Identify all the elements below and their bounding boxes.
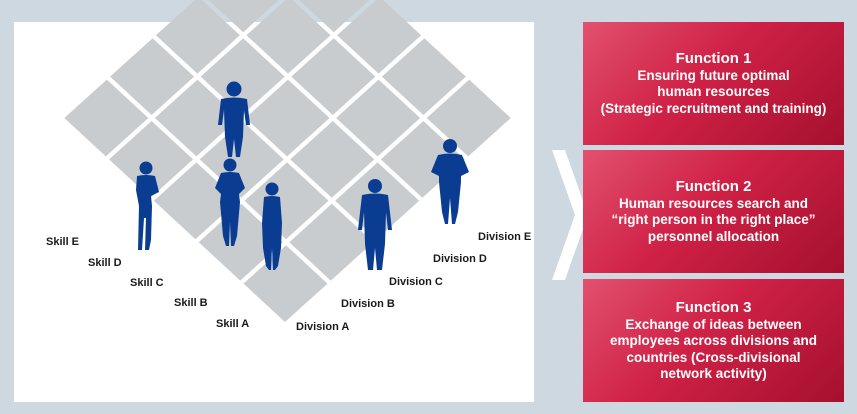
division-label: Division A <box>296 321 349 333</box>
grid-cell <box>243 245 328 322</box>
skill-label: Skill B <box>174 297 208 309</box>
person-figure <box>218 81 250 157</box>
grid-cell <box>291 38 376 116</box>
grid-cell <box>380 121 465 198</box>
grid-cell <box>153 162 238 240</box>
function-line: Exchange of ideas between <box>625 316 802 332</box>
grid-cell <box>200 38 285 116</box>
employee-figures <box>136 81 469 270</box>
function-title: Function 2 <box>675 177 752 195</box>
skill-label: Skill C <box>130 277 164 289</box>
person-figure <box>215 158 245 246</box>
grid-cell <box>381 38 466 116</box>
person-figure <box>358 179 392 270</box>
skill-label: Skill D <box>88 257 122 269</box>
function-line: human resources <box>657 84 770 100</box>
grid-cell <box>208 0 279 33</box>
function-3-box: Function 3 Exchange of ideas between emp… <box>583 279 844 402</box>
function-line: network activity) <box>660 366 767 381</box>
grid-cell <box>154 79 239 157</box>
function-line: employees across divisions and <box>609 333 818 348</box>
division-label: Division D <box>433 253 487 265</box>
skill-axis-labels: Skill A Skill B Skill C Skill D Skill E <box>46 236 249 330</box>
grid-cell <box>64 79 149 157</box>
grid-cell <box>110 38 195 116</box>
function-line: “right person in the right place” <box>611 212 816 228</box>
function-line: Ensuring future optimal <box>637 67 790 83</box>
person-figure <box>431 139 469 224</box>
person-figure <box>136 161 159 250</box>
division-label: Division E <box>478 231 531 243</box>
skill-label: Skill A <box>216 318 249 330</box>
grid-cell <box>109 121 194 198</box>
person-figure <box>262 182 282 270</box>
function-title: Function 1 <box>675 49 752 67</box>
grid-cell <box>198 203 283 281</box>
function-title: Function 3 <box>675 298 752 316</box>
grid-cell <box>290 121 375 198</box>
grid-cell <box>289 203 374 281</box>
division-axis-labels: Division A Division B Division C Divisio… <box>296 231 531 333</box>
function-line: countries (Cross-divisional <box>626 349 801 365</box>
grid-cell <box>155 0 240 74</box>
function-line: personnel allocation <box>647 228 780 244</box>
grid-cell <box>426 79 511 157</box>
grid-cell <box>246 0 331 74</box>
skill-label: Skill E <box>46 236 79 248</box>
grid-cell <box>245 79 330 157</box>
division-label: Division C <box>389 276 443 288</box>
function-line: (Strategic recruitment and training) <box>600 100 827 116</box>
function-2-box: Function 2 Human resources search and “r… <box>583 150 844 273</box>
function-line: Human resources search and <box>618 195 809 211</box>
chevron-arrow-icon <box>552 150 588 280</box>
division-label: Division B <box>341 298 395 310</box>
grid-cell <box>337 0 422 74</box>
grid-cell <box>336 79 421 157</box>
function-1-box: Function 1 Ensuring future optimal human… <box>583 22 844 145</box>
grid-cell <box>299 0 370 33</box>
